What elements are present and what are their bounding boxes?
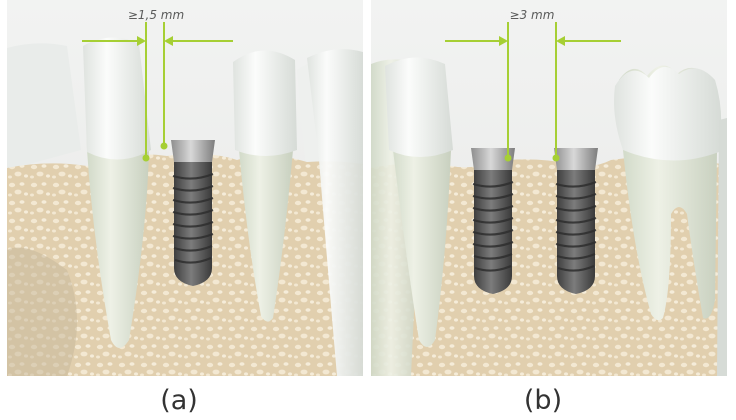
right-tooth-crown: [233, 50, 297, 156]
panel-a-illustration: ≥1,5 mm: [7, 0, 363, 376]
panel-b-illustration: ≥3 mm: [371, 0, 727, 376]
measurement-label-a: ≥1,5 mm: [128, 8, 184, 22]
implant-left: [471, 148, 515, 294]
measurement-label-b: ≥3 mm: [510, 8, 555, 22]
molar-crown: [614, 67, 721, 161]
panel-b-diagram: ≥3 mm: [371, 0, 727, 376]
caption-b: (b): [483, 384, 603, 418]
implant: [171, 140, 215, 286]
caption-a: (a): [119, 384, 239, 418]
implant-right: [554, 148, 598, 294]
left-tooth-crown: [385, 57, 453, 157]
panel-a-diagram: ≥1,5 mm: [7, 0, 363, 376]
